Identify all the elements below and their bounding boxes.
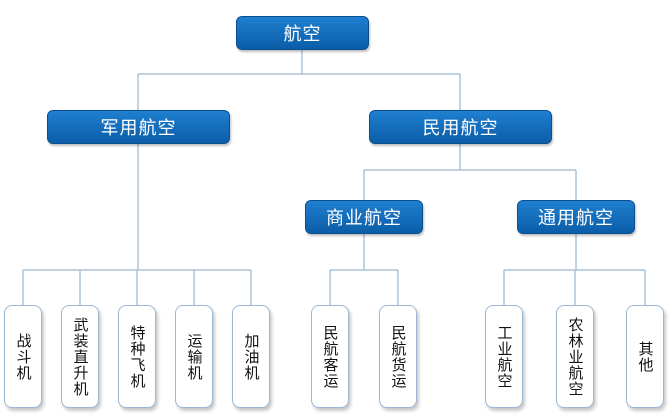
leaf-attack-helicopter: 武装直升机: [61, 305, 99, 408]
leaf-industrial: 工业航空: [485, 305, 523, 408]
leaf-other: 其他: [626, 305, 664, 408]
leaf-passenger: 民航客运: [311, 305, 349, 408]
node-civil-aviation: 民用航空: [369, 110, 552, 144]
leaf-cargo: 民航货运: [379, 305, 417, 408]
leaf-fighter: 战斗机: [4, 305, 42, 408]
leaf-tanker: 加油机: [232, 305, 270, 408]
node-military-aviation: 军用航空: [47, 110, 230, 144]
leaf-transport: 运输机: [175, 305, 213, 408]
leaf-agriculture-forestry: 农林业航空: [556, 305, 594, 408]
root-node: 航空: [236, 16, 369, 50]
leaf-special-aircraft: 特种飞机: [118, 305, 156, 408]
node-general-aviation: 通用航空: [517, 200, 635, 234]
node-commercial-aviation: 商业航空: [305, 200, 423, 234]
